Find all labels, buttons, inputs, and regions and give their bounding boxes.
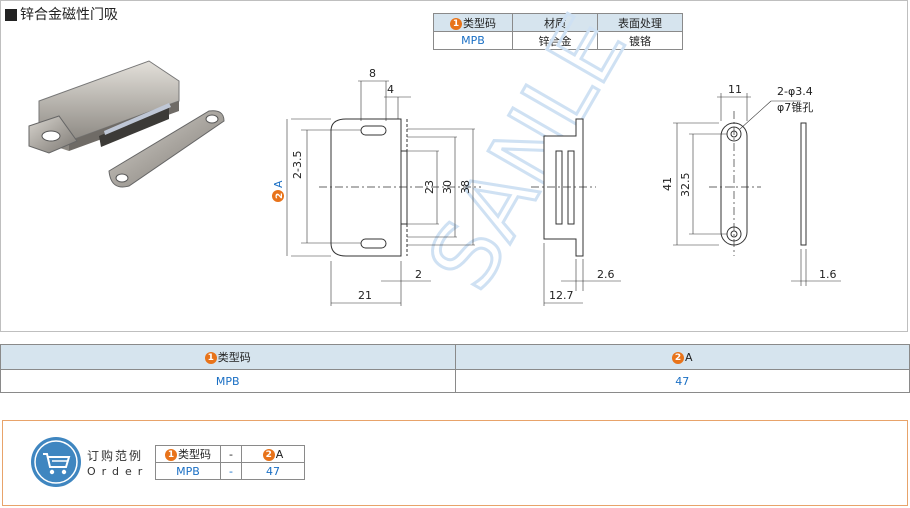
cart-icon: [34, 440, 78, 484]
front-view-magnet: [400, 150, 408, 225]
technical-drawing: SANLE: [272, 1, 841, 308]
dim-2-6: 2.6: [597, 268, 615, 281]
size-row: MPB 47: [0, 369, 910, 393]
order-header-a-label: A: [275, 447, 284, 461]
spec-header-material: 材质: [512, 13, 598, 32]
spec-cell-type: MPB: [433, 31, 513, 50]
size-header-a-label: A: [684, 350, 693, 364]
dim-23: 23: [423, 180, 436, 194]
dim-2-phi3-4: 2-φ3.4: [777, 85, 813, 98]
front-view-body: [330, 118, 402, 257]
title-square-icon: [5, 9, 17, 21]
spec-header-type-label: 类型码: [463, 16, 496, 30]
order-title-en: Order: [87, 465, 149, 478]
dim-41: 41: [661, 177, 674, 191]
dim-11: 11: [728, 83, 742, 96]
dim-4: 4: [387, 83, 394, 96]
front-view-slot-top: [360, 125, 387, 136]
label-a-num: 2: [275, 193, 285, 199]
dim-2-3-5: 2-3.5: [291, 151, 304, 179]
dim-12-7: 12.7: [549, 289, 574, 302]
order-title-zh: 订购范例: [87, 449, 144, 463]
order-header-type-label: 类型码: [178, 448, 211, 461]
size-header-type-label: 类型码: [217, 351, 251, 364]
order-cell-a: 47: [241, 462, 305, 480]
plate-side-body: [800, 122, 807, 246]
watermark: SANLE: [408, 1, 646, 307]
num-badge-2: 2: [671, 351, 684, 364]
label-a-num-circle: [272, 190, 284, 202]
front-view-slot-bottom: [360, 238, 387, 249]
dim-2: 2: [415, 268, 422, 281]
dim-21: 21: [358, 289, 372, 302]
dim-1-6: 1.6: [819, 268, 837, 281]
side-view-body: [543, 118, 584, 257]
dim-8: 8: [369, 67, 376, 80]
label-a: A: [272, 180, 285, 188]
spec-cell-material: 锌合金: [512, 31, 598, 50]
num-badge-1: 1: [450, 17, 462, 30]
num-badge-1: 1: [204, 352, 217, 364]
num-badge-2: 2: [262, 448, 275, 461]
order-header-sep: -: [220, 445, 242, 463]
title-text: 锌合金磁性门吸: [20, 7, 118, 23]
num-badge-1: 1: [165, 449, 177, 461]
size-cell-a: 47: [454, 369, 910, 393]
product-photo: [28, 60, 225, 188]
order-cell-type: MPB: [155, 462, 221, 480]
page-title: 锌合金磁性门吸: [5, 7, 118, 23]
dim-phi7: φ7锥孔: [777, 101, 813, 114]
cart-badge: [31, 437, 81, 487]
order-cell-sep: -: [220, 462, 242, 480]
dim-30: 30: [441, 180, 454, 194]
size-cell-type: MPB: [0, 369, 456, 393]
side-view-slot-a: [555, 150, 563, 225]
spec-header-finish: 表面处理: [597, 13, 683, 32]
dim-38: 38: [459, 180, 472, 194]
side-view-slot-b: [567, 150, 575, 225]
spec-row: MPB 锌合金 镀铬: [433, 31, 683, 50]
order-row: MPB - 47: [155, 462, 305, 480]
spec-cell-finish: 镀铬: [597, 31, 683, 50]
dim-32-5: 32.5: [679, 173, 692, 198]
